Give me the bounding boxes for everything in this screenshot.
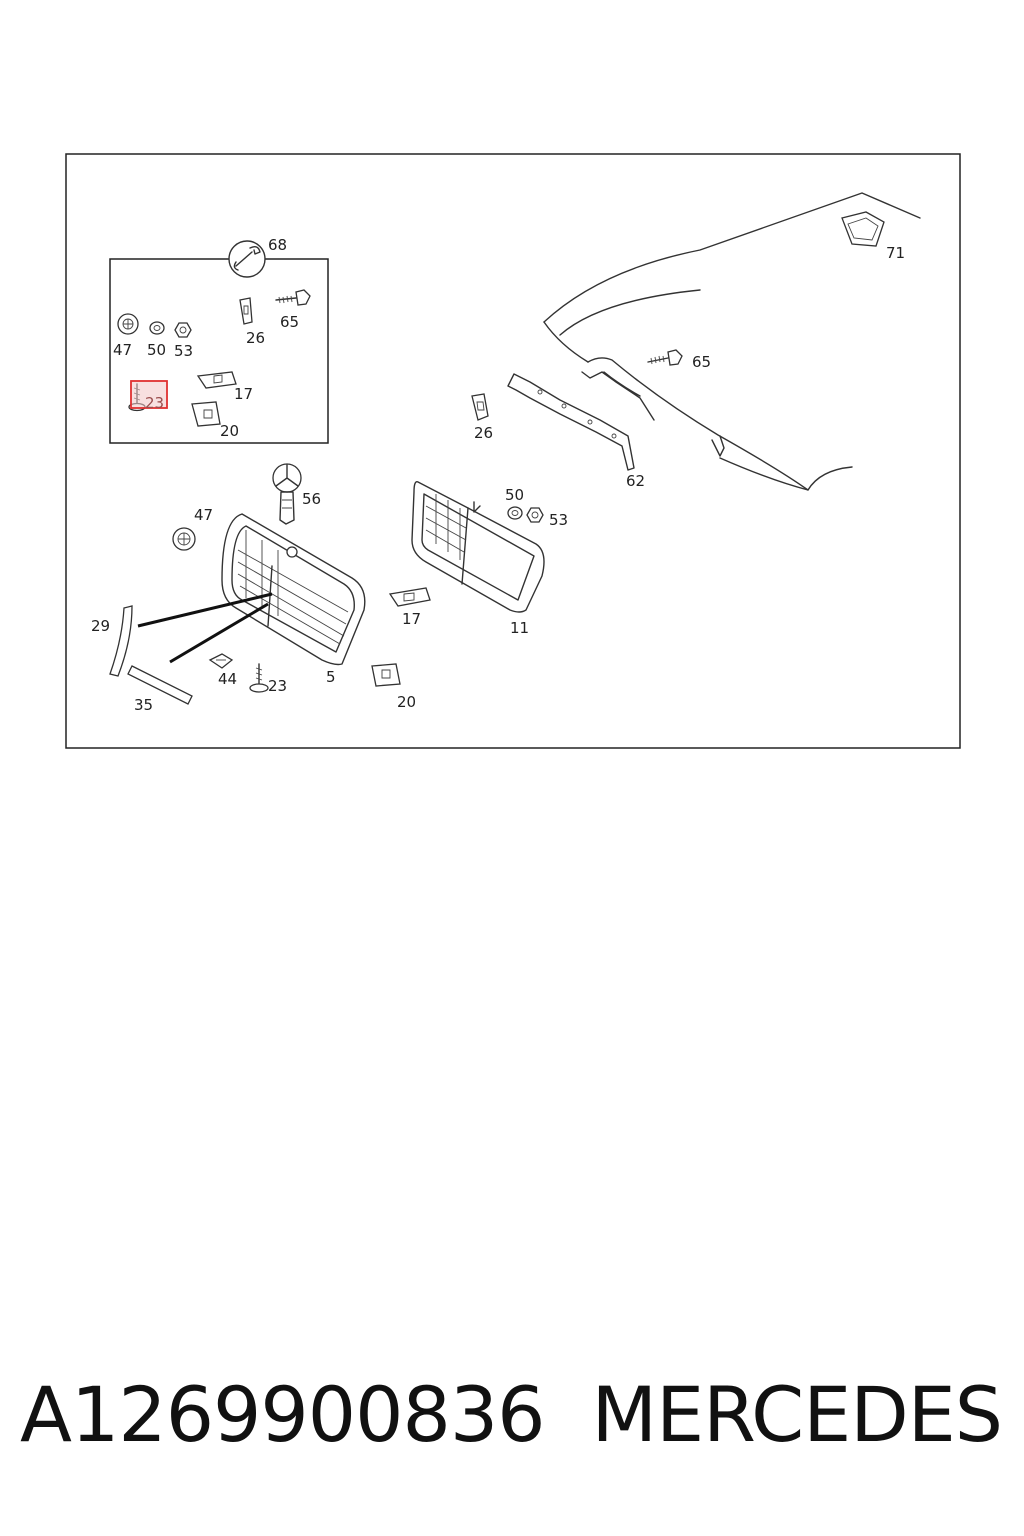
callout-17-inset: 17 xyxy=(234,385,253,403)
footer: A1269900836 MERCEDES xyxy=(0,1370,1024,1470)
part-17 xyxy=(388,587,431,607)
callout-65-inset: 65 xyxy=(280,313,299,331)
inset-box xyxy=(109,258,329,444)
part-17-inset xyxy=(196,371,237,389)
callout-35: 35 xyxy=(134,696,153,714)
callout-50: 50 xyxy=(505,486,524,504)
callout-62: 62 xyxy=(626,472,645,490)
part-50 xyxy=(507,506,523,520)
callout-71: 71 xyxy=(886,244,905,262)
wrench-icon xyxy=(228,240,266,278)
part-35 xyxy=(127,665,193,705)
part-65 xyxy=(647,349,683,366)
callout-29: 29 xyxy=(91,617,110,635)
part-62 xyxy=(507,373,635,471)
part-29 xyxy=(109,605,133,677)
part-47-inset xyxy=(117,313,139,335)
callout-23-inset: 23 xyxy=(145,394,164,412)
part-23 xyxy=(249,663,269,693)
callout-20: 20 xyxy=(397,693,416,711)
highlight-box-23 xyxy=(130,380,168,409)
part-11-inner-grille xyxy=(411,481,545,613)
part-65-inset xyxy=(275,289,311,306)
pointer-35 xyxy=(169,602,269,664)
part-20-inset xyxy=(191,401,221,427)
pointer-29 xyxy=(137,592,273,628)
part-44 xyxy=(208,653,234,669)
callout-53: 53 xyxy=(549,511,568,529)
callout-53-inset: 53 xyxy=(174,342,193,360)
parts-diagram: 68 47 50 53 26 65 17 23 20 xyxy=(65,153,961,749)
callout-20-inset: 20 xyxy=(220,422,239,440)
callout-23: 23 xyxy=(268,677,287,695)
callout-11: 11 xyxy=(510,619,529,637)
callout-17: 17 xyxy=(402,610,421,628)
part-56-star-emblem xyxy=(272,463,302,525)
part-50-inset xyxy=(149,321,165,335)
part-53 xyxy=(526,507,544,523)
callout-44: 44 xyxy=(218,670,237,688)
hood xyxy=(543,192,921,491)
callout-47-inset: 47 xyxy=(113,341,132,359)
callout-26-inset: 26 xyxy=(246,329,265,347)
callout-5: 5 xyxy=(326,668,336,686)
diagram-border xyxy=(65,153,961,749)
part-26-inset xyxy=(239,297,253,325)
part-20 xyxy=(371,663,401,687)
callout-68: 68 xyxy=(268,236,287,254)
callout-26: 26 xyxy=(474,424,493,442)
callout-65: 65 xyxy=(692,353,711,371)
callout-50-inset: 50 xyxy=(147,341,166,359)
part-53-inset xyxy=(174,322,192,338)
callout-47: 47 xyxy=(194,506,213,524)
part-number: A1269900836 xyxy=(20,1370,546,1459)
brand-name: MERCEDES xyxy=(591,1370,1003,1459)
callout-56: 56 xyxy=(302,490,321,508)
part-47 xyxy=(172,527,196,551)
part-26 xyxy=(471,393,489,421)
part-5-grille xyxy=(221,513,366,666)
part-71 xyxy=(841,211,885,247)
